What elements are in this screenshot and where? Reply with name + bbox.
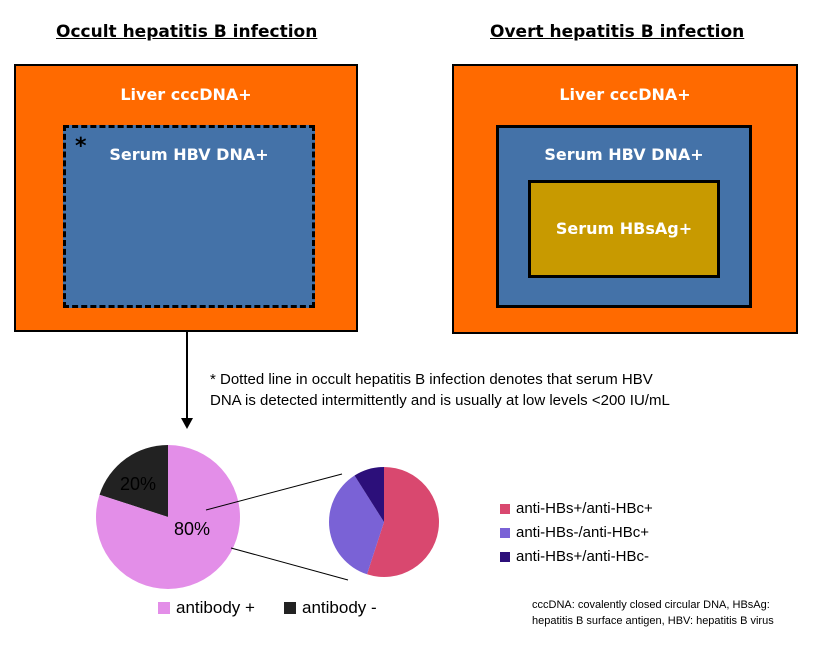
occult-serum-box	[63, 125, 315, 308]
antibody-pie-slice-0	[99, 445, 168, 517]
legend-anti-hbs-pos-hbc-neg: anti-HBs+/anti-HBc-	[500, 548, 649, 565]
abbreviations-line-1: cccDNA: covalently closed circular DNA, …	[532, 599, 770, 611]
overt-hbsag-label: Serum HBsAg+	[555, 219, 693, 238]
overt-liver-label: Liver cccDNA+	[559, 85, 691, 104]
legend-swatch	[284, 602, 296, 614]
antibody-pie-chart	[95, 445, 240, 589]
footnote-line-2: DNA is detected intermittently and is us…	[210, 392, 670, 409]
subtype-pie-slice-2	[354, 467, 384, 522]
antibody-subtype-pie-chart	[329, 467, 440, 577]
subtype-pie-slice-0	[367, 467, 440, 577]
overt-serum-dna-label: Serum HBV DNA+	[544, 145, 704, 164]
legend-anti-hbs-neg-hbc-pos: anti-HBs-/anti-HBc+	[500, 524, 649, 541]
legend-label: antibody +	[176, 598, 255, 617]
occult-serum-label: Serum HBV DNA+	[109, 145, 269, 164]
legend-swatch	[500, 551, 510, 562]
legend-antibody-negative: antibody -	[284, 598, 377, 618]
subtype-pie-slice-1	[329, 475, 384, 575]
overt-title: Overt hepatitis B infection	[490, 22, 745, 42]
connector-lower	[230, 547, 349, 581]
occult-liver-label: Liver cccDNA+	[120, 85, 252, 104]
legend-swatch	[500, 503, 510, 514]
legend-label: antibody -	[302, 598, 377, 617]
antibody-pie-slice-1	[95, 445, 240, 589]
overt-hbsag-box	[528, 180, 720, 278]
legend-label: anti-HBs-/anti-HBc+	[516, 524, 649, 541]
legend-antibody-positive: antibody +	[158, 598, 255, 618]
footnote-line-1: * Dotted line in occult hepatitis B infe…	[210, 371, 653, 388]
pie-label-20: 20%	[120, 474, 157, 494]
legend-label: anti-HBs+/anti-HBc-	[516, 548, 649, 565]
legend-swatch	[158, 602, 170, 614]
connector-upper	[205, 473, 343, 511]
pie-connector-lines	[205, 473, 349, 581]
legend-anti-hbs-pos-hbc-pos: anti-HBs+/anti-HBc+	[500, 500, 653, 517]
asterisk-marker: *	[75, 134, 87, 159]
occult-title: Occult hepatitis B infection	[56, 22, 318, 42]
abbreviations-line-2: hepatitis B surface antigen, HBV: hepati…	[532, 615, 774, 627]
pie-label-80: 80%	[174, 519, 211, 539]
legend-label: anti-HBs+/anti-HBc+	[516, 500, 653, 517]
legend-swatch	[500, 527, 510, 538]
